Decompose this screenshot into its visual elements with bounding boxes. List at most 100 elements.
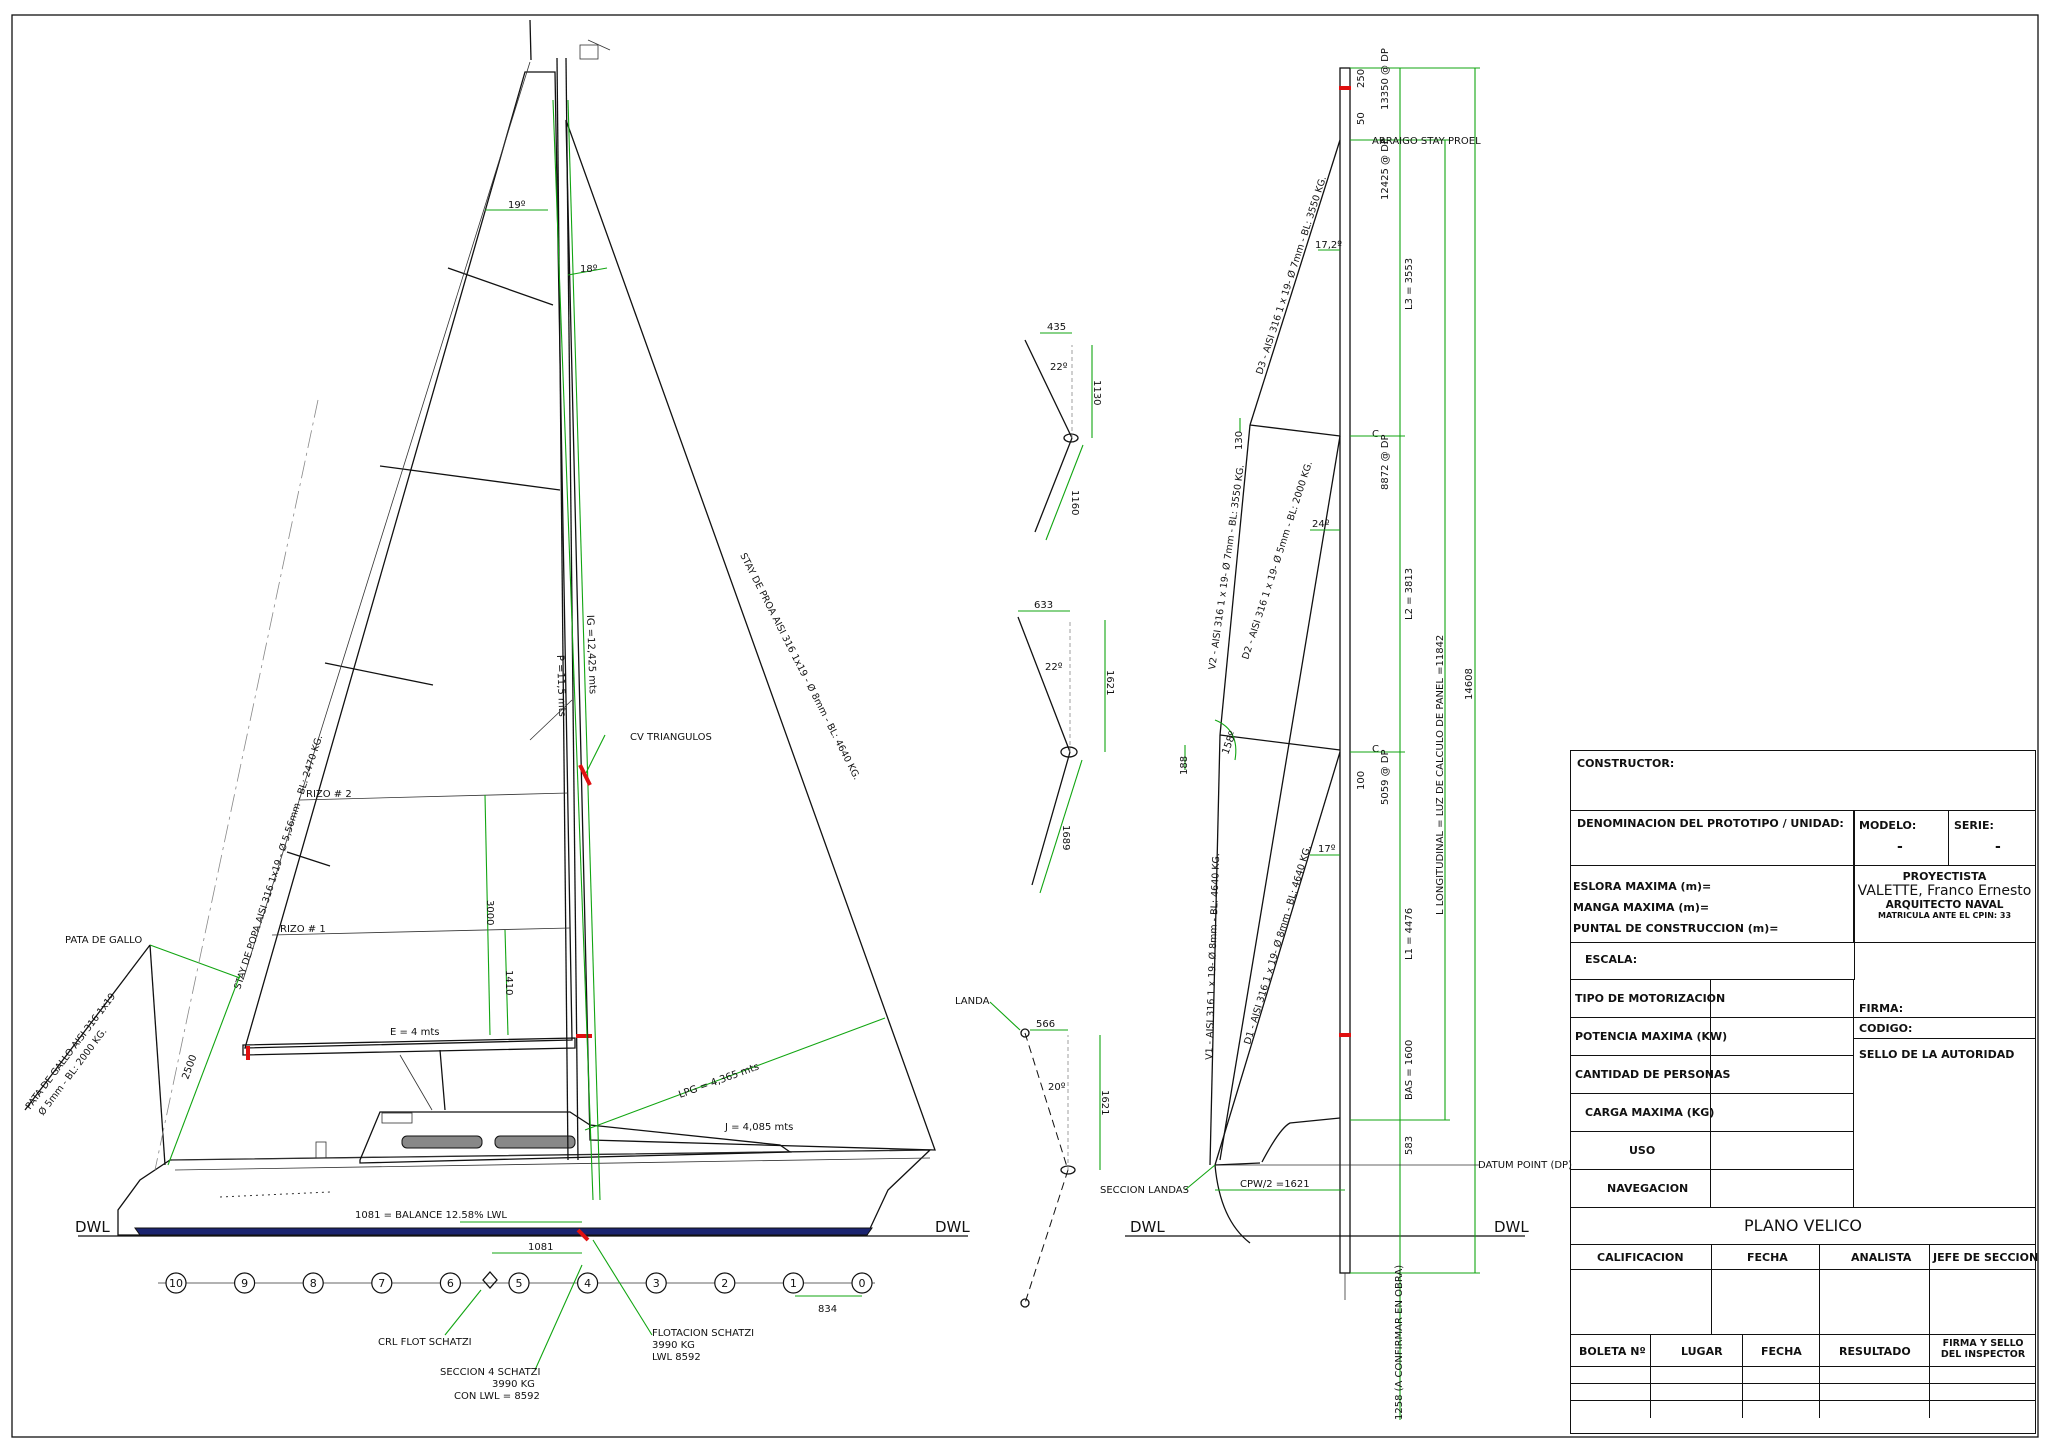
station-label-3: 3 [653,1277,660,1290]
tb-row-approval-header: CALIFICACION FECHA ANALISTA JEFE DE SECC… [1571,1245,2039,1270]
d2-label: D2 - AISI 316 1 x 19- Ø 5mm - BL: 2000 K… [1240,460,1315,661]
motorizacion-label: TIPO DE MOTORIZACION [1575,992,1726,1005]
lpg-line [584,1017,886,1131]
station-circle-7 [371,1272,393,1294]
batten-4 [286,851,331,867]
jib-leech-line [529,699,573,741]
tb-row-denominacion: DENOMINACION DEL PROTOTIPO / UNIDAD: MOD… [1571,811,2035,866]
ig-label: IG =12,425 mts [584,615,598,695]
cabin-window-2 [494,1135,576,1149]
landa-top-pin [1020,1028,1030,1038]
boom-label: E = 4 mts [390,1027,439,1038]
ig-line [552,99,594,1201]
station-circle-5 [508,1272,530,1294]
angle-18-arc [567,267,608,276]
station-circle-2 [714,1272,736,1294]
spreader-mid-h1-label: 1621 [1104,670,1115,695]
spreader-mid-angle-label: 22º [1045,662,1063,673]
proyectista-label: PROYECTISTA [1902,870,1987,883]
jib [565,119,936,1151]
boot-stripe [134,1227,873,1236]
dim-1258-label: 1258 (A CONFIRMAR EN OBRA) [1394,1265,1405,1420]
crl-leader [444,1289,482,1336]
landa-bottom-pin [1020,1298,1030,1308]
tb-row-uso: USO [1571,1132,2035,1170]
deck-line [174,1157,931,1171]
flotacion-label-1: FLOTACION SCHATZI [652,1328,754,1339]
cpw-label: CPW/2 =1621 [1240,1179,1310,1190]
batten-3 [324,662,434,686]
rizo-2-label: RIZO # 2 [306,789,352,800]
spreader-mid-lower [1031,751,1071,886]
angle-17-label: 17º [1318,844,1336,855]
station-label-6: 6 [447,1277,454,1290]
landa-label: LANDA [955,996,990,1007]
constructor-label: CONSTRUCTOR: [1577,757,1675,770]
h8872-label: 8872 @ DP [1380,434,1391,490]
tb-row-escala: ESCALA: [1571,943,2035,980]
l3-label: L3 = 3553 [1404,258,1415,310]
spreader-mid-h2 [1039,759,1083,894]
uso-label: USO [1629,1144,1656,1157]
boleta-label: BOLETA Nº [1579,1345,1646,1358]
dim-3000-label: 3000 [484,900,495,925]
p-label: P =11,5 mts [554,655,567,717]
hull-dots [219,1191,331,1198]
shroud-d3 [1249,139,1341,426]
puntal-label: PUNTAL DE CONSTRUCCION (m)= [1573,922,1779,935]
batten-2 [379,465,561,491]
angle-172-label: 17,2º [1315,240,1342,251]
flotacion-leader [592,1239,653,1336]
spreader-top-h1-label: 1130 [1091,380,1102,405]
dim-583-label: 583 [1404,1136,1415,1155]
tb-row-dimensions: ESLORA MAXIMA (m)= MANGA MAXIMA (m)= PUN… [1571,866,2035,943]
cabin-trunk [359,1111,792,1164]
potencia-label: POTENCIA MAXIMA (KW) [1575,1030,1728,1043]
spreader-mid-h2-label: 1689 [1060,825,1071,850]
flotacion-label-2: 3990 KG [652,1340,695,1351]
wind-instrument [579,44,599,60]
dwl-label-left-a: DWL [75,1218,110,1236]
tb-row-approval-body [1571,1270,2035,1335]
station-label-2: 2 [721,1277,728,1290]
dim-130-label: 130 [1234,431,1245,450]
modelo-label: MODELO: [1859,819,1917,832]
dim-2500-label: 2500 [180,1053,199,1081]
seccion4-label-1: SECCION 4 SCHATZI [440,1367,540,1378]
dim-1410-label: 1410 [503,970,514,995]
station-label-1: 1 [790,1277,797,1290]
wind-vane [587,39,611,51]
plano-title: PLANO VELICO [1744,1216,1862,1235]
stay-proa-label: STAY DE PROA AISI 316 1x19 - Ø 8mm - BL:… [737,551,862,781]
fecha2-label: FECHA [1761,1345,1802,1358]
datum-label: DATUM POINT (DP) [1478,1160,1572,1171]
tb-row-inspection-3 [1571,1401,2035,1418]
personas-label: CANTIDAD DE PERSONAS [1575,1068,1731,1081]
landa-lower-line [1024,1169,1069,1304]
dim-2500-line [167,974,241,1166]
denominacion-label: DENOMINACION DEL PROTOTIPO / UNIDAD: [1577,817,1844,830]
mast-fwd-edge [556,57,569,1161]
crl-label: CRL FLOT SCHATZI [378,1337,472,1348]
serie-label: SERIE: [1954,819,1994,832]
tb-row-inspection-2 [1571,1384,2035,1401]
lpg-label: LPG = 4,365 mts [677,1061,760,1100]
cv-marker [578,764,592,786]
dim-100-label: 100 [1356,771,1367,790]
l2-label: L2 = 3813 [1404,568,1415,620]
spreader-top-root [1063,433,1079,443]
dim-3000-line [484,794,491,1036]
bas-label: BAS = 1600 [1404,1040,1415,1100]
tb-row-navegacion: NAVEGACION [1571,1170,2035,1208]
station-circle-9 [234,1272,256,1294]
calificacion-label: CALIFICACION [1597,1251,1684,1264]
jefe-label: JEFE DE SECCION [1933,1251,2039,1264]
seccion-landas-label: SECCION LANDAS [1100,1185,1189,1196]
spreader-mid-width-label: 633 [1034,600,1053,611]
proyectista-role: ARQUITECTO NAVAL [1885,899,2004,911]
masthead-antenna [529,19,532,61]
station-label-5: 5 [516,1277,523,1290]
l1-label: L1 = 4476 [1404,908,1415,960]
dwl-label-right-b: DWL [1494,1218,1529,1236]
title-block: CONSTRUCTOR: DENOMINACION DEL PROTOTIPO … [1570,750,2039,1434]
